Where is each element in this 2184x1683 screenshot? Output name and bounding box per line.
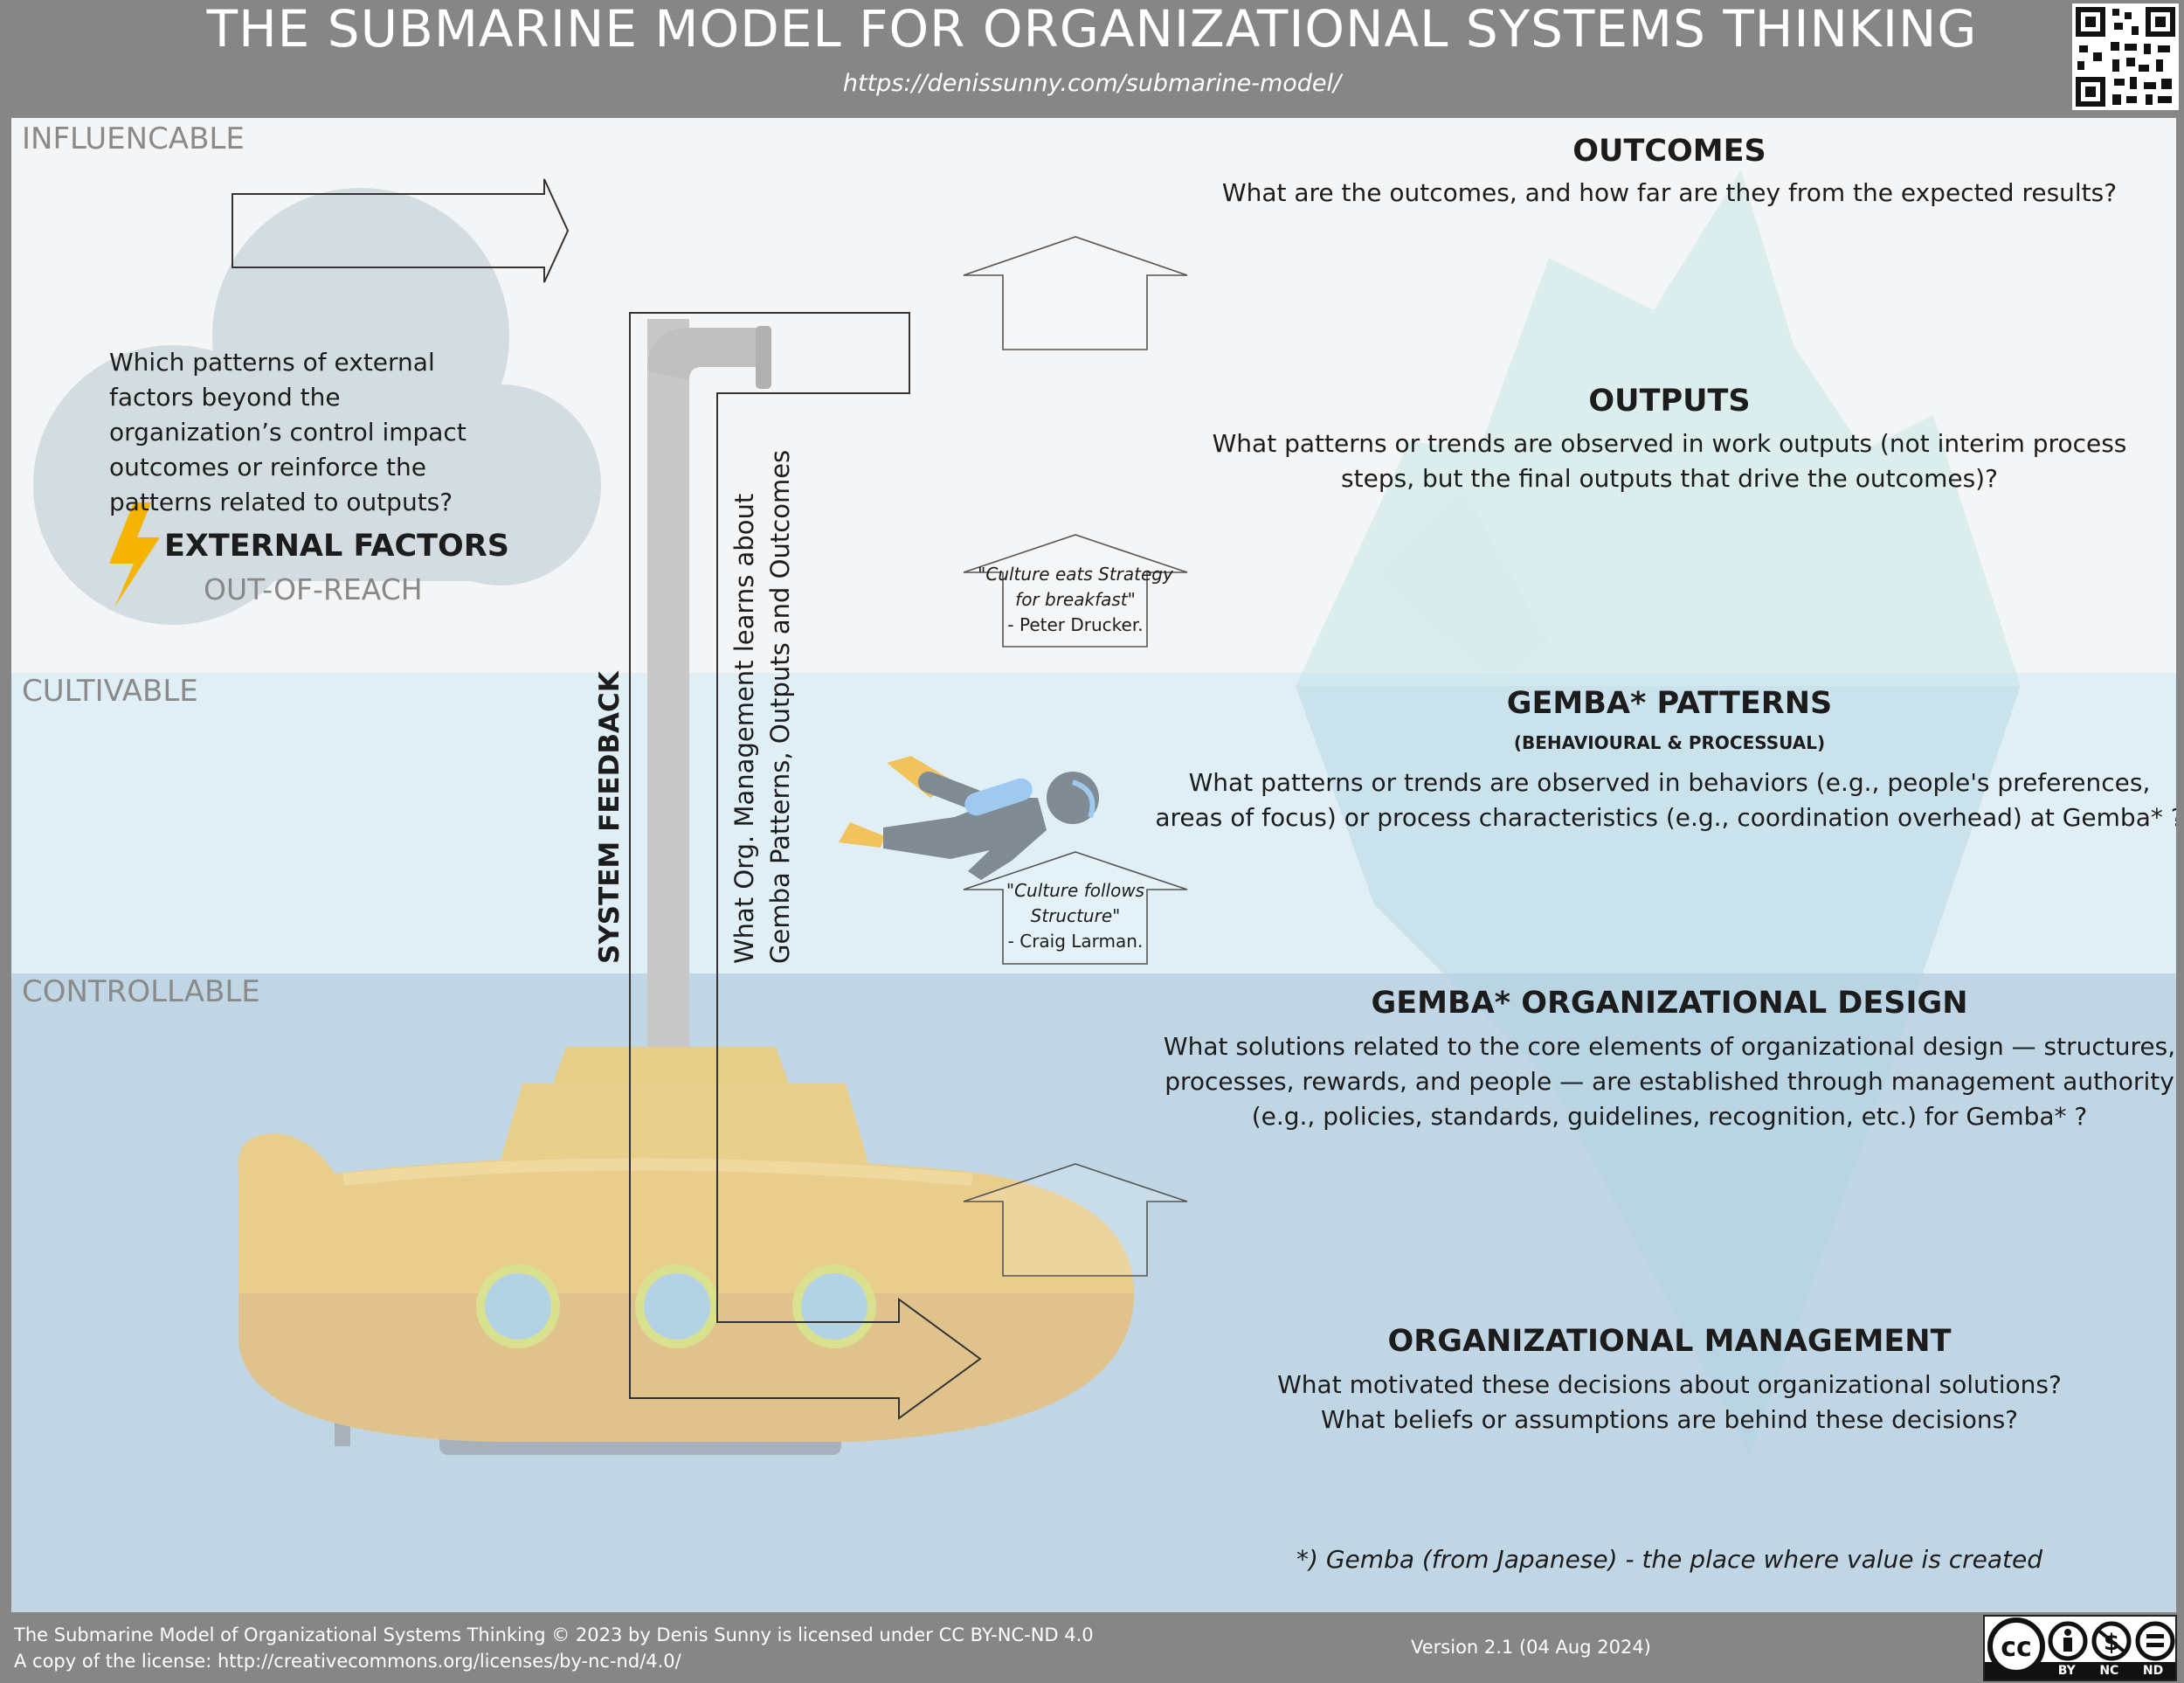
org-management-question-line1: What motivated these decisions about org… bbox=[1277, 1370, 2062, 1399]
periscope-icon bbox=[647, 319, 771, 1057]
submarine-icon bbox=[238, 1047, 1135, 1455]
org-design-question-line1: What solutions related to the core eleme… bbox=[1163, 1032, 2176, 1061]
up-arrow bbox=[963, 236, 1188, 1277]
zone-cultivable bbox=[11, 673, 2176, 973]
outputs-title: OUTPUTS bbox=[1588, 384, 1751, 419]
gemba-patterns-question-line1: What patterns or trends are observed in … bbox=[1188, 768, 2151, 797]
system-feedback-label: SYSTEM FEEDBACK bbox=[594, 671, 625, 964]
external-factors-subtitle: OUT-OF-REACH bbox=[204, 572, 423, 606]
outcomes-question: What are the outcomes, and how far are t… bbox=[1221, 178, 2118, 207]
org-management-question-line2: What beliefs or assumptions are behind t… bbox=[1320, 1405, 2019, 1434]
header-url[interactable]: https://denissunny.com/submarine-model/ bbox=[842, 70, 1342, 97]
org-design-title: GEMBA* ORGANIZATIONAL DESIGN bbox=[1371, 986, 1968, 1021]
footer-license-line2[interactable]: A copy of the license: http://creativeco… bbox=[14, 1651, 681, 1672]
diver-icon bbox=[839, 756, 1099, 880]
zone-label-cultivable: CULTIVABLE bbox=[22, 674, 198, 709]
quote-larman: "Culture follows Structure" - Craig Larm… bbox=[1006, 880, 1145, 952]
page-title: THE SUBMARINE MODEL FOR ORGANIZATIONAL S… bbox=[206, 0, 1978, 59]
zone-label-controllable: CONTROLLABLE bbox=[22, 974, 260, 1009]
iceberg-icon bbox=[1296, 170, 2021, 1455]
gemba-patterns-question-line2: areas of focus) or process characteristi… bbox=[1155, 803, 2176, 832]
porthole-icon bbox=[476, 1264, 876, 1348]
external-factors-question: Which patterns of external factors beyon… bbox=[109, 348, 467, 516]
gemba-patterns-title: GEMBA* PATTERNS bbox=[1506, 686, 1833, 721]
lightning-icon bbox=[109, 502, 160, 607]
diagram-panel: INFLUENCABLE CULTIVABLE CONTROLLABLE Whi… bbox=[11, 118, 2176, 1612]
outputs-question-line1: What patterns or trends are observed in … bbox=[1212, 429, 2127, 458]
gemba-patterns-subtitle: (BEHAVIOURAL & PROCESSUAL) bbox=[1513, 732, 1826, 753]
external-factors-title: EXTERNAL FACTORS bbox=[164, 529, 509, 564]
feedback-description-line2: Gemba Patterns, Outputs and Outcomes bbox=[765, 449, 795, 964]
footer-license-line1: The Submarine Model of Organizational Sy… bbox=[14, 1624, 1094, 1645]
cc-nc-label: NC bbox=[2099, 1664, 2119, 1678]
gemba-footnote: *) Gemba (from Japanese) - the place whe… bbox=[1296, 1545, 2042, 1574]
zone-label-influencable: INFLUENCABLE bbox=[22, 121, 245, 156]
cc-by-label: BY bbox=[2057, 1664, 2076, 1678]
outputs-question-line2: steps, but the final outputs that drive … bbox=[1341, 464, 1998, 493]
org-design-question-line3: (e.g., policies, standards, guidelines, … bbox=[1251, 1102, 2088, 1131]
system-feedback-arrow bbox=[232, 178, 982, 1420]
svg-text:cc: cc bbox=[2001, 1632, 2032, 1663]
cc-nd-label: ND bbox=[2142, 1664, 2164, 1678]
quote-drucker: "Culture eats Strategy for breakfast" - … bbox=[978, 564, 1173, 635]
cloud-icon bbox=[33, 188, 601, 625]
org-management-title: ORGANIZATIONAL MANAGEMENT bbox=[1387, 1324, 1952, 1359]
feedback-description-line1: What Org. Management learns about bbox=[729, 493, 759, 964]
org-design-question-line2: processes, rewards, and people — are est… bbox=[1165, 1067, 2174, 1096]
outcomes-title: OUTCOMES bbox=[1572, 134, 1766, 169]
diagram-graphics bbox=[33, 170, 2021, 1455]
footer-version: Version 2.1 (04 Aug 2024) bbox=[1411, 1637, 1651, 1658]
cc-license-icon[interactable]: cc $ BY NC ND bbox=[1983, 1615, 2177, 1681]
qr-code-icon bbox=[2072, 3, 2179, 110]
